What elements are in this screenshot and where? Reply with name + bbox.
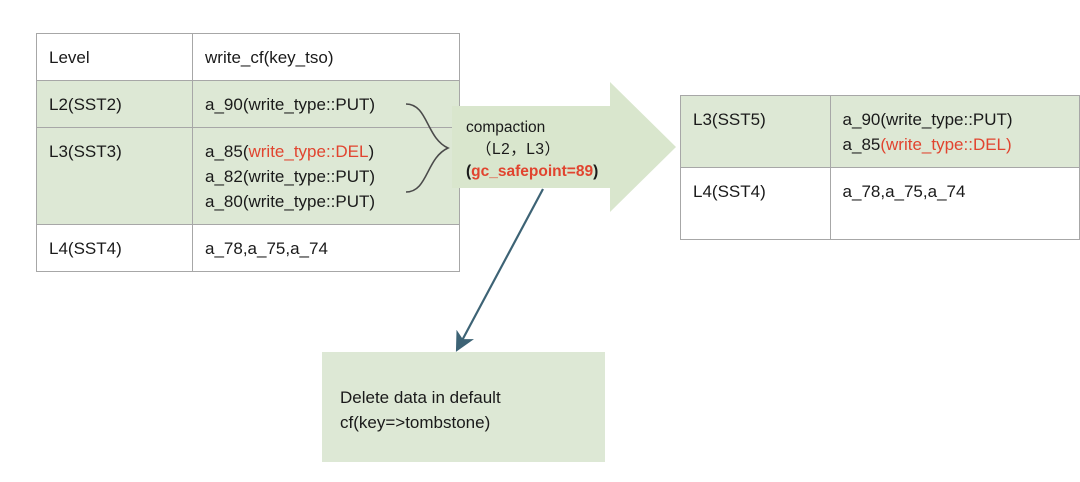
entry-black-pre: a_90(write_type::PUT) [842,110,1013,129]
delete-note-line-2: cf(key=>tombstone) [340,413,491,432]
entry-black-pre: a_78,a_75,a_74 [205,239,328,258]
entry-black-pre: a_82(write_type::PUT) [205,167,376,186]
entry-red: write_type::DEL [248,142,369,161]
entry-black-pre: a_78,a_75,a_74 [842,182,966,201]
brace-connector-icon [405,103,450,193]
row-level-l2: L2(SST2) [36,80,193,128]
entry-black-post: ) [368,142,375,161]
entry-line: a_82(write_type::PUT) [205,164,447,189]
entry-black-pre: a_80(write_type::PUT) [205,192,376,211]
table-header-row: Level write_cf(key_tso) [36,33,460,81]
row-level-l3-sst5: L3(SST5) [680,95,831,168]
delete-note-text: Delete data in default cf(key=>tombstone… [340,385,501,435]
entry-line: a_78,a_75,a_74 [843,179,1067,204]
entry-line-spacer [843,204,1067,229]
entry-black-pre: a_90(write_type::PUT) [205,95,376,114]
delete-data-note-box: Delete data in default cf(key=>tombstone… [322,352,605,462]
delete-data-arrow-icon [455,188,544,352]
entry-black-pre: a_85( [205,142,249,161]
row-level-l4-sst4: L4(SST4) [680,167,831,240]
compaction-line-1: compaction [466,119,546,136]
table-row: L4(SST4) a_78,a_75,a_74 [36,224,460,272]
gc-safepoint-open-paren: ( [466,163,472,180]
header-cell-level: Level [36,33,193,81]
compaction-label: compaction （L2，L3） (gc_safepoint=89) [466,117,656,183]
delete-note-line-1: Delete data in default [340,388,501,407]
entry-line: a_90(write_type::PUT) [205,95,375,114]
row-value-l4: a_78,a_75,a_74 [192,224,460,272]
header-cell-write-cf: write_cf(key_tso) [192,33,460,81]
compaction-line-3: (gc_safepoint=89) [466,161,656,183]
row-level-l3: L3(SST3) [36,127,193,225]
row-level-l4: L4(SST4) [36,224,193,272]
table-row: L2(SST2) a_90(write_type::PUT) [36,80,460,128]
compaction-arrow-shape [452,78,676,216]
entry-black-pre: a_85 [842,135,881,154]
entry-line: a_90(write_type::PUT) [843,107,1067,132]
gc-safepoint-close-paren: ) [593,163,599,180]
row-value-l3-sst5: a_90(write_type::PUT) a_85(write_type::D… [829,95,1080,168]
left-lsm-table: Level write_cf(key_tso) L2(SST2) a_90(wr… [36,33,460,272]
table-row: L3(SST3) a_85(write_type::DEL) a_82(writ… [36,127,460,225]
table-row: L4(SST4) a_78,a_75,a_74 [680,167,1080,240]
table-row: L3(SST5) a_90(write_type::PUT) a_85(writ… [680,95,1080,168]
right-lsm-table: L3(SST5) a_90(write_type::PUT) a_85(writ… [680,95,1080,240]
entry-line: a_85(write_type::DEL) [843,132,1067,157]
entry-line: a_85(write_type::DEL) [205,139,447,164]
compaction-line-2: （L2，L3） [476,141,561,158]
row-value-l4-sst4: a_78,a_75,a_74 [829,167,1080,240]
entry-line: a_78,a_75,a_74 [205,239,328,258]
row-value-l2: a_90(write_type::PUT) [192,80,460,128]
entry-line: a_80(write_type::PUT) [205,189,447,214]
gc-safepoint-value: gc_safepoint=89 [471,163,594,180]
entry-red: (write_type::DEL) [880,135,1012,154]
